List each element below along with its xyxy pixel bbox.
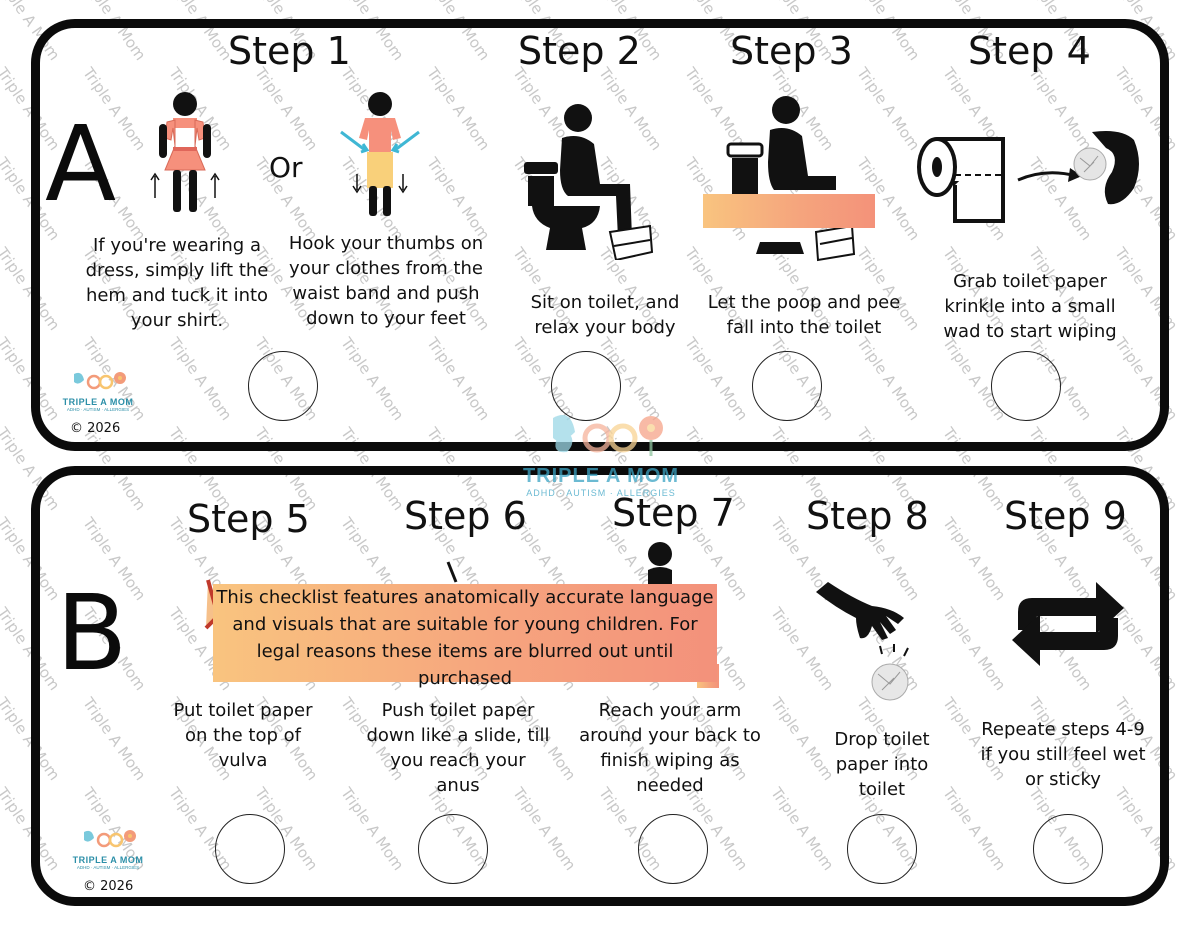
step-5-title: Step 5 bbox=[187, 497, 310, 541]
girl-dress-lift-icon bbox=[150, 92, 220, 212]
step-8-title: Step 8 bbox=[806, 494, 929, 538]
brand-name-b: TRIPLE A MOM bbox=[72, 855, 144, 865]
hand-drop-paper-icon bbox=[816, 582, 909, 701]
step-9-checkbox[interactable] bbox=[1033, 814, 1103, 884]
child-push-pants-icon bbox=[340, 92, 420, 216]
step-4-title: Step 4 bbox=[968, 29, 1091, 73]
caption-thumbs: Hook your thumbs on your clothes from th… bbox=[288, 233, 484, 329]
caption-sit: Sit on toilet, and relax your body bbox=[530, 292, 680, 338]
caption-drop: Drop toilet paper into toilet bbox=[834, 729, 930, 800]
panel-letter-b: B bbox=[56, 572, 128, 694]
center-logo-tagline: ADHD · AUTISM · ALLERGIES bbox=[526, 488, 676, 498]
arm-partial-icon bbox=[446, 561, 458, 583]
brand-tagline-a: ADHD · AUTISM · ALLERGIES bbox=[66, 407, 130, 412]
center-watermark-logo: TRIPLE A MOM ADHD · AUTISM · ALLERGIES bbox=[510, 408, 692, 518]
brand-logo-b: TRIPLE A MOM ADHD · AUTISM · ALLERGIES bbox=[72, 826, 144, 870]
step-2-title: Step 2 bbox=[518, 29, 641, 73]
center-logo-name: TRIPLE A MOM bbox=[522, 465, 680, 487]
hand-crumpled-paper-icon bbox=[1073, 131, 1139, 205]
step-8-checkbox[interactable] bbox=[847, 814, 917, 884]
step-7-checkbox[interactable] bbox=[638, 814, 708, 884]
repeat-arrows-icon bbox=[1012, 582, 1124, 666]
right-arrow-icon bbox=[1017, 168, 1082, 182]
butterfly-flower-logo-icon bbox=[553, 415, 663, 456]
caption-poop: Let the poop and pee fall into the toile… bbox=[707, 292, 901, 338]
caption-put: Put toilet paper on the top of vulva bbox=[173, 700, 313, 771]
caption-repeat: Repeate steps 4-9 if you still feel wet … bbox=[980, 719, 1146, 790]
brand-name-a: TRIPLE A MOM bbox=[62, 397, 134, 407]
step-7-title: Step 7 bbox=[612, 491, 735, 535]
step-3-title: Step 3 bbox=[730, 29, 853, 73]
child-head-icon bbox=[648, 542, 672, 584]
caption-grab: Grab toilet paper krinkle into a small w… bbox=[943, 271, 1117, 342]
sitting-on-toilet-icon bbox=[524, 104, 654, 260]
blur-overlay-step-3 bbox=[703, 194, 875, 228]
toilet-paper-roll-icon bbox=[917, 137, 1005, 223]
caption-push: Push toilet paper down like a slide, til… bbox=[366, 700, 550, 796]
checklist-panel-a bbox=[31, 19, 1169, 451]
step-2-checkbox[interactable] bbox=[551, 351, 621, 421]
caption-dress: If you're wearing a dress, simply lift t… bbox=[85, 235, 269, 331]
panel-letter-a: A bbox=[45, 103, 117, 225]
step-9-title: Step 9 bbox=[1004, 494, 1127, 538]
step-4-checkbox[interactable] bbox=[991, 351, 1061, 421]
copyright-a: © 2026 bbox=[70, 421, 121, 436]
caption-reach: Reach your arm around your back to finis… bbox=[579, 700, 761, 796]
step-1-checkbox[interactable] bbox=[248, 351, 318, 421]
brand-logo-a: TRIPLE A MOM ADHD · AUTISM · ALLERGIES bbox=[62, 368, 134, 412]
checklist-panel-b bbox=[31, 466, 1169, 906]
step-6-checkbox[interactable] bbox=[418, 814, 488, 884]
step-1-title: Step 1 bbox=[228, 29, 351, 73]
butterfly-flower-logo-icon bbox=[84, 830, 136, 848]
step-5-checkbox[interactable] bbox=[215, 814, 285, 884]
brand-tagline-b: ADHD · AUTISM · ALLERGIES bbox=[76, 865, 140, 870]
copyright-b: © 2026 bbox=[83, 879, 134, 894]
butterfly-flower-logo-icon bbox=[74, 372, 126, 390]
step-3-checkbox[interactable] bbox=[752, 351, 822, 421]
blurred-content-notice: This checklist features anatomically acc… bbox=[213, 584, 717, 689]
or-label: Or bbox=[269, 151, 303, 184]
toilet-relax-icon bbox=[726, 96, 856, 262]
step-6-title: Step 6 bbox=[404, 494, 527, 538]
